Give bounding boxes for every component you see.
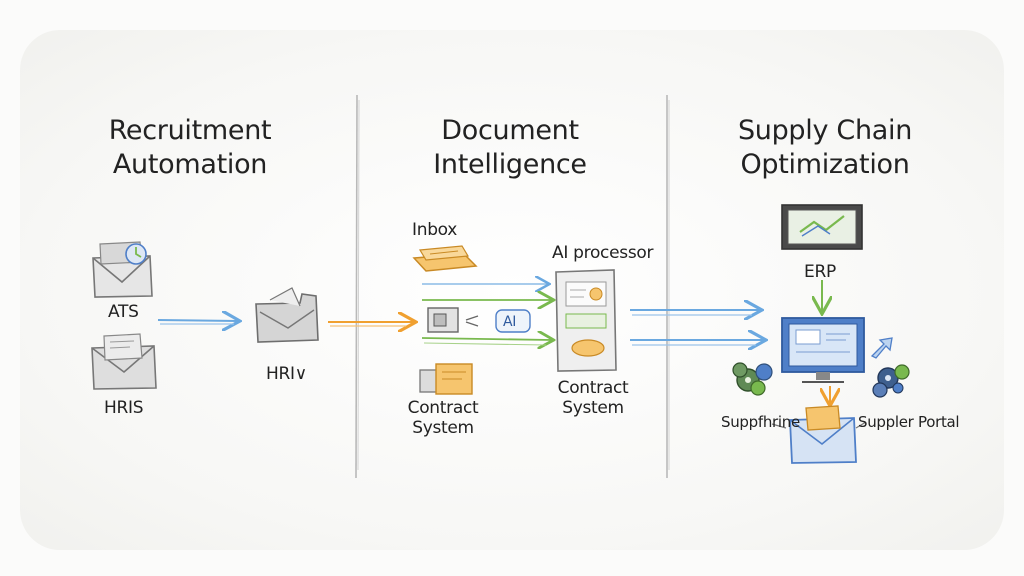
scanner-icon: [427, 307, 479, 333]
hri-folder-icon: [255, 287, 319, 343]
supplier-left-label: Suppfhrine: [721, 413, 800, 431]
supplier-portal-envelope-icon: [789, 405, 857, 464]
inbox-tray-icon: [412, 245, 478, 272]
central-monitor-icon: [781, 317, 865, 383]
inbox-label: Inbox: [412, 220, 458, 240]
panel-3-title: Supply Chain Optimization: [700, 114, 950, 182]
right-gear-cluster-icon: [872, 364, 910, 398]
panel-2-title-line-2: Intelligence: [433, 149, 587, 180]
erp-monitor-icon: [781, 204, 863, 250]
panel-3-title-line-1: Supply Chain: [737, 115, 913, 146]
ai-badge-label: AI: [503, 314, 517, 330]
ai-processor-label: AI processor: [552, 243, 654, 263]
panel-1-title-line-1: Recruitment: [108, 115, 272, 146]
upload-arrow-icon: [870, 337, 893, 359]
hri-to-document-arrow: [328, 322, 414, 326]
hris-label: HRIS: [104, 398, 144, 418]
panel-1-title: Recruitment Automation: [80, 114, 300, 182]
panel-3-title-line-2: Optimization: [740, 149, 910, 180]
ats-envelope-icon: [92, 241, 153, 298]
panel-2-title-line-1: Document: [441, 115, 579, 146]
contract-folder-icon: [419, 363, 473, 395]
hris-envelope-icon: [91, 333, 157, 390]
panel-divider-2: [666, 95, 670, 478]
ats-label: ATS: [108, 302, 139, 322]
scan-to-processor-arrow-bottom: [421, 338, 552, 340]
ai-processor-device-icon: [555, 269, 617, 372]
contract-system-right-label: Contract System: [557, 378, 629, 418]
paper-background: [20, 30, 1004, 550]
panel-1-title-line-2: Automation: [112, 149, 268, 180]
panel-2-title: Document Intelligence: [400, 114, 620, 182]
supplier-portal-label: Suppler Portal: [858, 413, 960, 431]
hri-label: HRI∨: [266, 364, 307, 384]
contract-system-left-label: Contract System: [407, 398, 479, 438]
left-gear-cluster-icon: [732, 362, 773, 396]
panel-divider-1: [355, 94, 360, 479]
erp-label: ERP: [804, 262, 836, 282]
ats-to-hri-arrow: [157, 320, 238, 324]
ai-badge-icon: [495, 309, 531, 333]
